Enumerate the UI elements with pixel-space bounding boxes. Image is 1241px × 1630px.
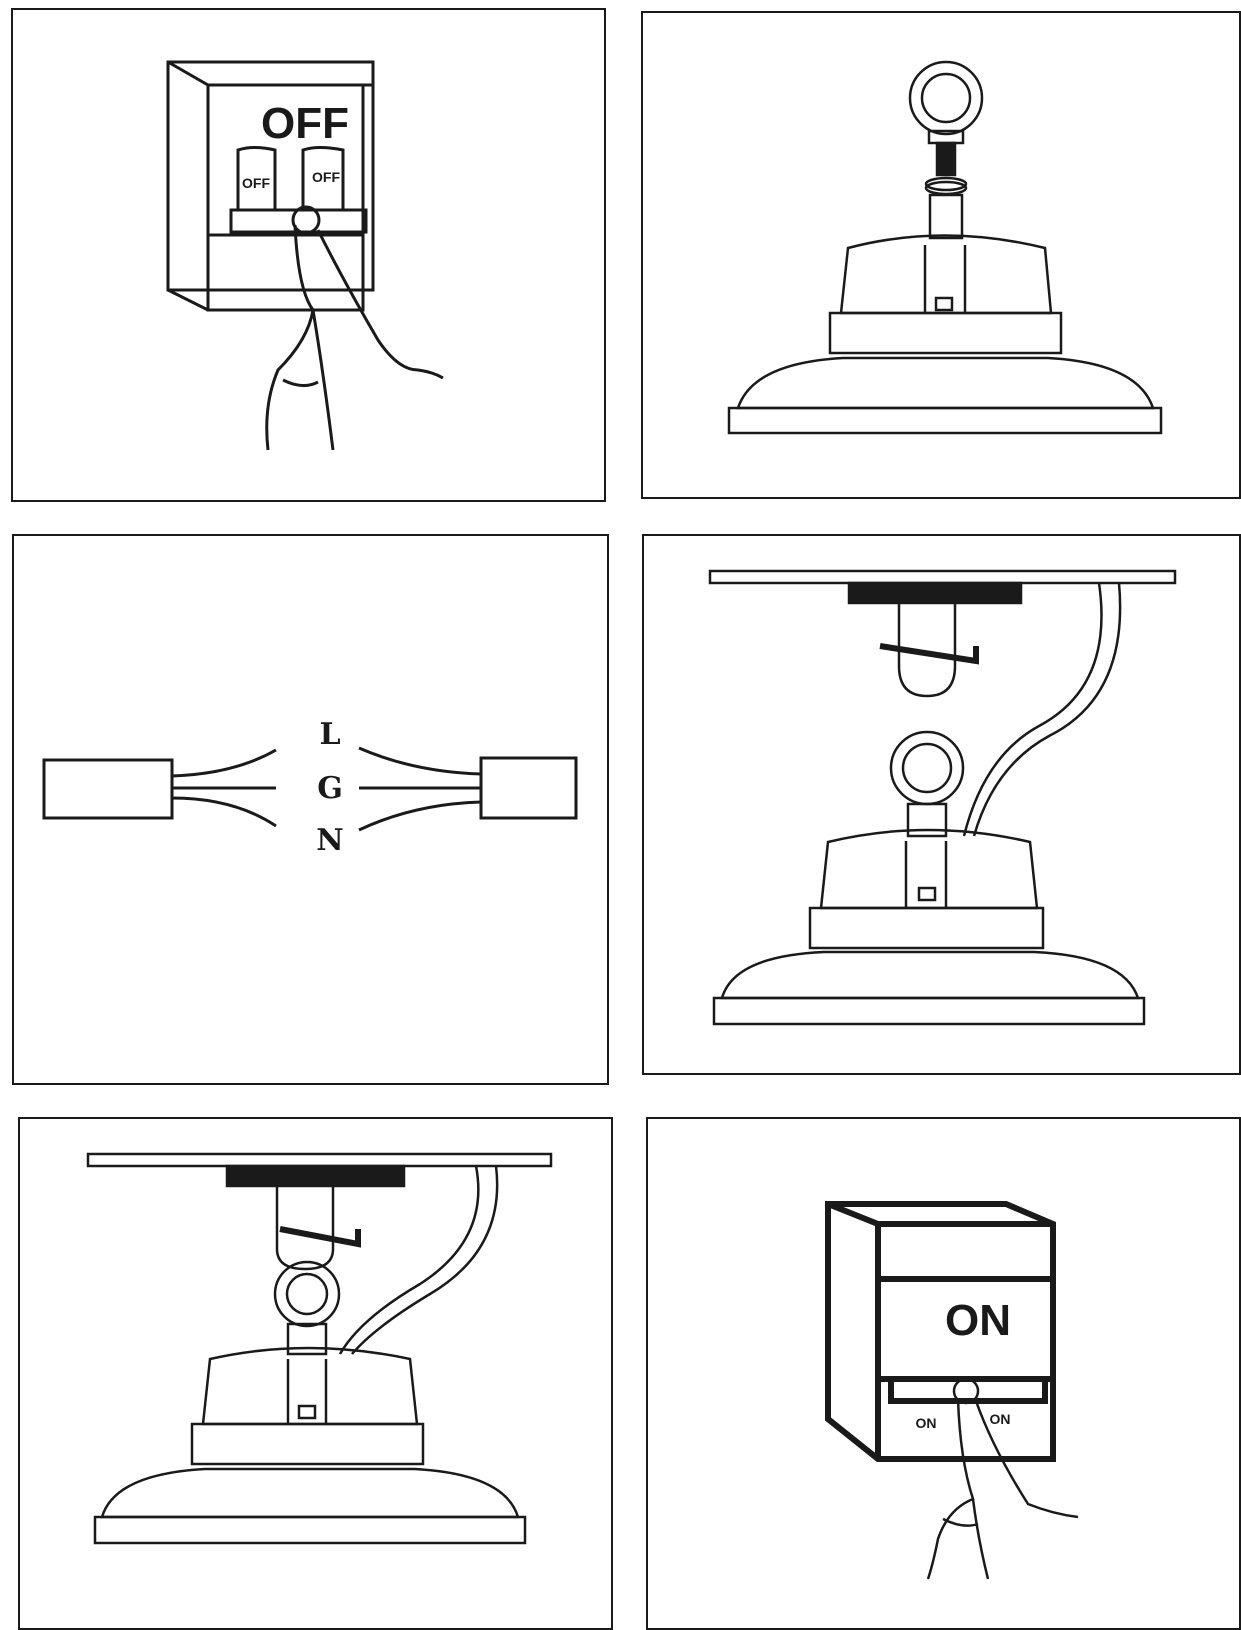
wire-label-g: G [317,771,343,806]
step-panel-switch-off: OFF OFF OFF [11,8,606,502]
hand-icon [926,1377,1079,1580]
u-hook-icon [897,603,957,698]
eye-bolt-icon [908,60,984,145]
breaker-switch-icon: OFF OFF OFF [166,60,444,451]
ceiling-mount-icon [86,1152,553,1168]
wire-label-l: L [319,717,340,752]
step-panel-assemble-eyebolt [641,11,1241,499]
lever-left-label: ON [916,1415,937,1431]
lever-right-label: ON [990,1411,1011,1427]
wire-label-n: N [316,823,343,858]
connector-block-icon [479,756,578,820]
switch-label: ON [945,1296,1011,1345]
step-panel-hooked-fixture [18,1117,613,1630]
breaker-switch-icon: ON ON ON [825,1201,1079,1580]
switch-label: OFF [261,99,349,148]
hand-icon [265,205,444,451]
connector-block-icon [42,758,174,820]
lever-right-label: OFF [312,169,340,185]
step-panel-connect-wires: L G N [12,534,609,1085]
ceiling-mount-icon [708,569,1177,585]
lever-left-label: OFF [242,175,270,191]
high-bay-light-icon [727,60,1163,435]
step-panel-switch-on: ON ON ON [646,1117,1241,1630]
u-hook-icon [275,1186,335,1271]
eye-bolt-icon [273,1260,341,1328]
step-panel-hang-fixture [642,534,1241,1075]
